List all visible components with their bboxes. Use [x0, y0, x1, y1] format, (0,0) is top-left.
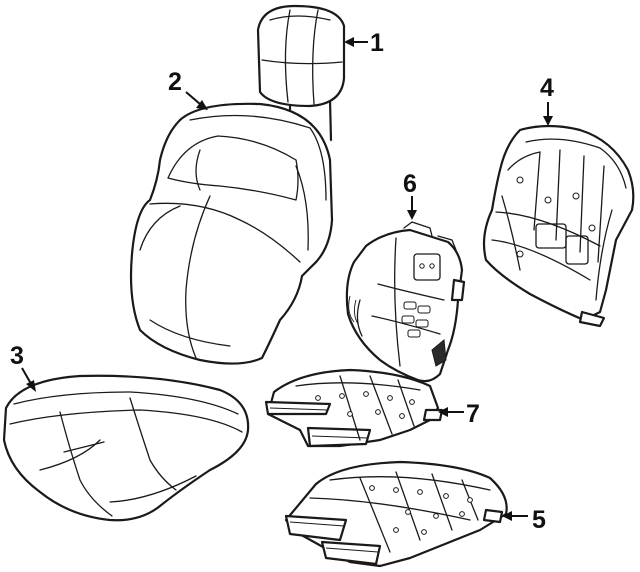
callout-7-label: 7 [466, 400, 480, 428]
callout-4: 4 [540, 74, 554, 126]
callout-1: 1 [344, 29, 384, 57]
callout-3-label: 3 [10, 342, 24, 370]
callout-7: 7 [438, 400, 480, 428]
callout-2: 2 [168, 68, 208, 110]
seat-cushion-part [2, 374, 250, 522]
callout-3: 3 [10, 342, 36, 392]
lumbar-support-panel-part [345, 221, 466, 383]
callout-1-label: 1 [370, 29, 384, 57]
callout-5: 5 [502, 506, 546, 534]
seat-heater-mat-part [264, 368, 444, 448]
seat-back-cushion-part [129, 102, 334, 365]
seat-cushion-pad-part [284, 460, 508, 568]
callout-6-label: 6 [403, 170, 417, 198]
callout-2-label: 2 [168, 68, 182, 96]
headrest-part [256, 4, 346, 142]
callout-4-label: 4 [540, 74, 554, 102]
seat-back-frame-part [482, 124, 635, 328]
callout-6: 6 [403, 170, 417, 220]
callout-5-label: 5 [532, 506, 546, 534]
